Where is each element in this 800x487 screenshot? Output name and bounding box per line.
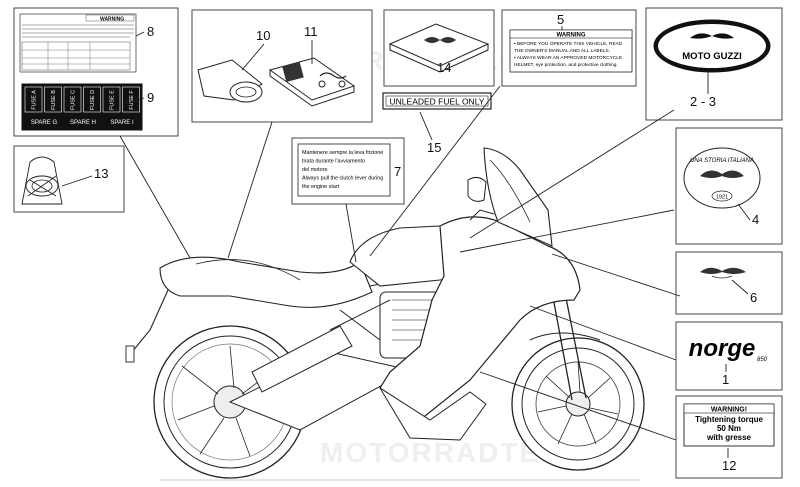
panel-10-11-manuals: 10 11 — [191, 9, 373, 123]
clutch-line: Always pull the clutch lever during — [302, 176, 383, 182]
panel-5-warning-label: WARNING • BEFORE YOU OPERATE THIS VEHICL… — [501, 9, 637, 87]
panel-1-norge-decal: norge 850 1 — [675, 321, 783, 391]
callout-1: 1 — [722, 372, 729, 387]
panel-6-eagle-decal: 6 — [675, 251, 783, 315]
callout-5: 5 — [557, 12, 564, 27]
fuse-label-text: FUSE D — [90, 90, 96, 110]
torque-line: with gresse — [706, 433, 752, 442]
clutch-line: the engine start — [302, 184, 340, 190]
fuse-label-text: FUSE C — [71, 90, 77, 110]
callout-13: 13 — [94, 166, 108, 181]
callout-9: 9 — [147, 90, 154, 105]
warning-header: WARNING — [557, 33, 586, 39]
callout-12: 12 — [722, 458, 736, 473]
moto-guzzi-logo-text: MOTO GUZZI — [682, 51, 741, 62]
callout-7: 7 — [394, 164, 401, 179]
spare-fuse-text: SPARE G — [31, 120, 58, 126]
callout-10: 10 — [256, 28, 270, 43]
callout-4: 4 — [752, 212, 759, 227]
clutch-line: del motore — [302, 167, 327, 173]
torque-line: 50 Nm — [717, 424, 741, 433]
panel-13-cable-set: 13 — [13, 145, 125, 213]
spare-fuse-text: SPARE I — [110, 120, 134, 126]
fuel-decal-15: UNLEADED FUEL ONLY 15 — [382, 92, 492, 155]
clutch-line: Mantenere sempre la leva frizione — [302, 150, 383, 156]
panel-14-cover: 14 — [383, 9, 495, 87]
motorcycle-illustration — [125, 147, 645, 479]
label8-warning-header: WARNING — [100, 17, 124, 23]
norge-logo-text: norge — [689, 335, 756, 362]
fuse-label-text: FUSE B — [51, 90, 57, 110]
callout-11: 11 — [304, 24, 318, 39]
callout-2-3: 2 - 3 — [690, 94, 716, 109]
tank-emblem-year: 1921 — [716, 195, 728, 201]
fuse-label-text: FUSE A — [32, 90, 38, 110]
fuse-cell — [83, 86, 101, 113]
clutch-line: tirata durante l'avviamento — [302, 159, 365, 165]
torque-line: Tightening torque — [695, 415, 763, 424]
pouch-10 — [197, 59, 263, 103]
leader-lines — [119, 85, 681, 441]
spare-fuse-text: SPARE H — [70, 120, 96, 126]
fuel-decal-text: UNLEADED FUEL ONLY — [390, 97, 485, 107]
fuse-cell — [24, 86, 43, 113]
fuse-cell — [102, 86, 121, 113]
fuse-cell — [63, 86, 82, 113]
tank-emblem-top-text: UNA STORIA ITALIANA — [690, 158, 754, 164]
fuse-label-9: FUSE A FUSE B FUSE C FUSE D FUSE E FUSE F SPA… — [21, 83, 143, 131]
warning-line: • BEFORE YOU OPERATE THIS VEHICLE, READ — [514, 41, 623, 47]
panel-2-3-logo: MOTO GUZZI 2 - 3 — [645, 7, 783, 121]
clutch-label-7: Mantenere sempre la leva frizione tirata … — [291, 137, 405, 205]
manual-book-11 — [268, 57, 356, 107]
fuse-cell — [44, 86, 62, 113]
callout-6: 6 — [750, 290, 757, 305]
callout-15: 15 — [427, 140, 441, 155]
warning-line: HELMET, eye protection, and protective c… — [514, 62, 618, 68]
callout-14: 14 — [437, 60, 451, 75]
norge-sub-text: 850 — [757, 357, 768, 363]
warning-line: • ALWAYS WEAR AN APPROVED MOTORCYCLE — [514, 55, 622, 61]
torque-warning-header: WARNING! — [711, 407, 747, 414]
callout-8: 8 — [147, 24, 154, 39]
panel-4-tank-emblem: UNA STORIA ITALIANA 1921 4 — [675, 127, 783, 245]
warning-line: THE OWNER'S MANUAL AND ALL LABELS. — [514, 48, 610, 54]
fuse-label-text: FUSE F — [129, 90, 135, 110]
fuse-label-text: FUSE E — [110, 90, 116, 110]
